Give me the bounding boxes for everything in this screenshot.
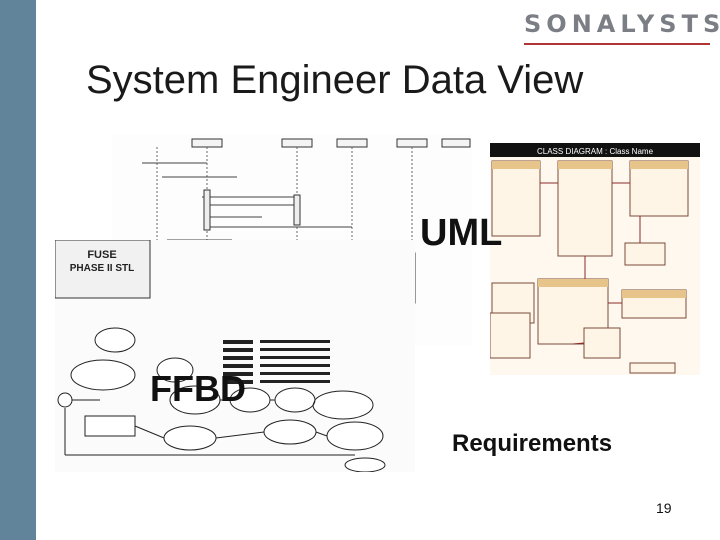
brand-underline	[524, 43, 710, 45]
brand-name: SONALYSTS	[524, 10, 720, 38]
ffbd-label: FFBD	[150, 368, 246, 409]
class-diagram-image: CLASS DIAGRAM : Class Name	[490, 143, 700, 375]
slide-sidebar	[0, 0, 36, 540]
requirements-label: Requirements	[452, 430, 613, 457]
slide-title: System Engineer Data View	[86, 58, 584, 102]
class-diagram-graphic: CLASS DIAGRAM : Class Name	[490, 143, 700, 374]
ffbd-header-line2: PHASE II STL	[70, 263, 134, 274]
page-number: 19	[656, 500, 672, 516]
brand-logo: SONALYSTS	[524, 8, 720, 45]
ffbd-diagram-graphic: FUSE PHASE II STL	[55, 240, 386, 472]
ffbd-header-line1: FUSE	[87, 249, 116, 261]
ffbd-diagram-image: FUSE PHASE II STL	[55, 240, 415, 472]
class-diagram-heading: CLASS DIAGRAM : Class Name	[537, 147, 654, 156]
uml-label: UML	[420, 212, 503, 254]
